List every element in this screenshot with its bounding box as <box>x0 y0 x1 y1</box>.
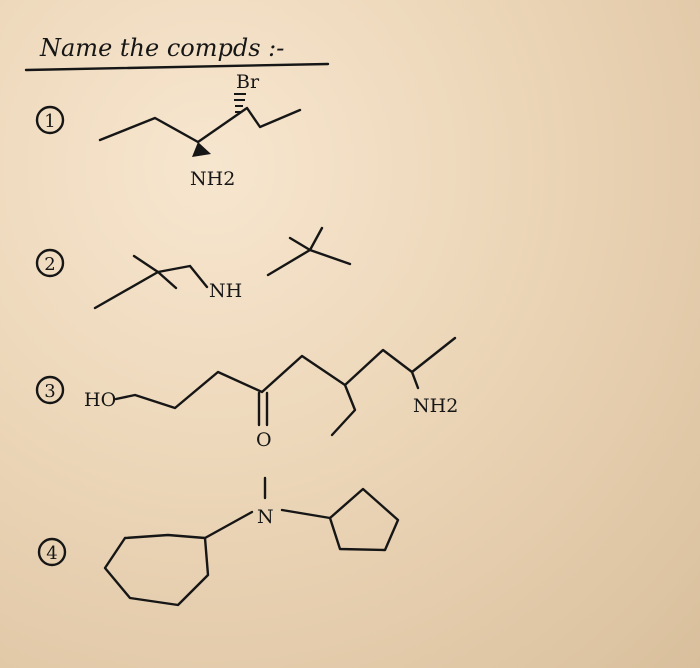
amine-label-3: NH2 <box>413 395 458 417</box>
cyclohexyl-ring <box>103 533 210 607</box>
svg-text:2: 2 <box>44 254 55 275</box>
compound-number-2: 2 <box>35 248 65 278</box>
compound-1-skeleton <box>98 106 302 144</box>
compound-number-4: 4 <box>37 537 67 567</box>
compound-2: 2 NH <box>35 226 352 310</box>
compound-3-skeleton <box>114 336 457 410</box>
amine-bond <box>410 370 420 390</box>
wedge-bond <box>192 142 211 157</box>
bromine-label: Br <box>236 71 260 93</box>
compound-number-1: 1 <box>35 105 65 135</box>
page-title: Name the compds :- <box>39 34 284 62</box>
svg-text:1: 1 <box>44 111 55 132</box>
title-underline <box>24 62 330 72</box>
compound-4: 4 N <box>37 476 400 607</box>
ethyl-branch <box>330 383 357 437</box>
oxygen-label: O <box>256 429 272 451</box>
n-cyclohexyl-bond <box>203 510 254 540</box>
svg-text:4: 4 <box>46 543 57 564</box>
cyclopentyl-ring <box>328 487 400 552</box>
n-cyclopentyl-bond <box>280 508 332 520</box>
compound-1: 1 Br NH2 <box>35 71 302 190</box>
amine-label: NH2 <box>190 168 235 190</box>
hashed-bond <box>234 93 246 113</box>
nitrogen-label: N <box>257 506 274 528</box>
nh-label: NH <box>209 280 242 302</box>
svg-text:3: 3 <box>44 381 55 402</box>
tert-butyl-right <box>266 226 352 277</box>
tert-butyl-left <box>93 254 209 310</box>
hydroxyl-label: HO <box>84 389 116 411</box>
compound-number-3: 3 <box>35 375 65 405</box>
compound-3: 3 HO O NH2 <box>35 336 458 451</box>
